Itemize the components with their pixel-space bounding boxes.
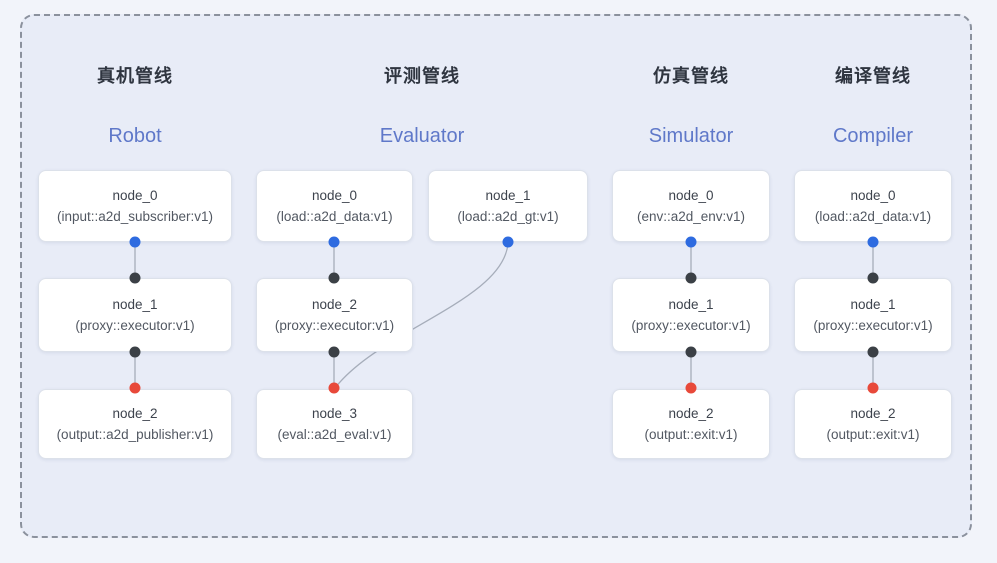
node-type: (load::a2d_data:v1) (814, 209, 932, 224)
robot-node-0: node_0 (input::a2d_subscriber:v1) (38, 170, 232, 242)
node-type: (input::a2d_subscriber:v1) (56, 209, 214, 224)
compiler-node-2: node_2 (output::exit:v1) (794, 389, 952, 459)
node-type: (proxy::executor:v1) (813, 318, 933, 333)
node-name: node_1 (112, 297, 158, 312)
node-type: (load::a2d_gt:v1) (457, 209, 559, 224)
evaluator-node-3: node_3 (eval::a2d_eval:v1) (256, 389, 413, 459)
node-type: (eval::a2d_eval:v1) (277, 427, 392, 442)
evaluator-node-1: node_1 (load::a2d_gt:v1) (428, 170, 588, 242)
node-type: (proxy::executor:v1) (75, 318, 195, 333)
title-zh-simulator: 仿真管线 (653, 66, 729, 86)
title-zh-evaluator: 评测管线 (384, 66, 460, 86)
simulator-node-2: node_2 (output::exit:v1) (612, 389, 770, 459)
node-name: node_1 (485, 188, 531, 203)
compiler-node-1: node_1 (proxy::executor:v1) (794, 278, 952, 352)
node-name: node_0 (668, 188, 714, 203)
node-name: node_0 (311, 188, 358, 203)
node-type: (load::a2d_data:v1) (276, 209, 393, 224)
title-zh-robot: 真机管线 (97, 66, 173, 86)
title-en-simulator: Simulator (648, 124, 734, 147)
node-name: node_3 (311, 406, 358, 421)
simulator-node-1: node_1 (proxy::executor:v1) (612, 278, 770, 352)
node-name: node_2 (668, 406, 714, 421)
title-en-evaluator: Evaluator (379, 124, 465, 147)
robot-node-1: node_1 (proxy::executor:v1) (38, 278, 232, 352)
simulator-node-0: node_0 (env::a2d_env:v1) (612, 170, 770, 242)
node-name: node_2 (112, 406, 158, 421)
node-type: (output::exit:v1) (826, 427, 920, 442)
compiler-node-0: node_0 (load::a2d_data:v1) (794, 170, 952, 242)
evaluator-node-2: node_2 (proxy::executor:v1) (256, 278, 413, 352)
dashed-frame (20, 14, 972, 538)
node-name: node_2 (311, 297, 358, 312)
node-type: (env::a2d_env:v1) (636, 209, 746, 224)
title-zh-compiler: 编译管线 (835, 66, 911, 86)
node-type: (output::a2d_publisher:v1) (56, 427, 214, 442)
node-name: node_2 (850, 406, 896, 421)
node-name: node_1 (668, 297, 714, 312)
title-en-robot: Robot (108, 124, 162, 147)
evaluator-node-0: node_0 (load::a2d_data:v1) (256, 170, 413, 242)
node-name: node_0 (850, 188, 896, 203)
node-name: node_0 (112, 188, 158, 203)
node-type: (proxy::executor:v1) (274, 318, 395, 333)
node-type: (output::exit:v1) (644, 427, 738, 442)
title-en-compiler: Compiler (832, 124, 914, 147)
node-name: node_1 (850, 297, 896, 312)
robot-node-2: node_2 (output::a2d_publisher:v1) (38, 389, 232, 459)
node-type: (proxy::executor:v1) (631, 318, 751, 333)
